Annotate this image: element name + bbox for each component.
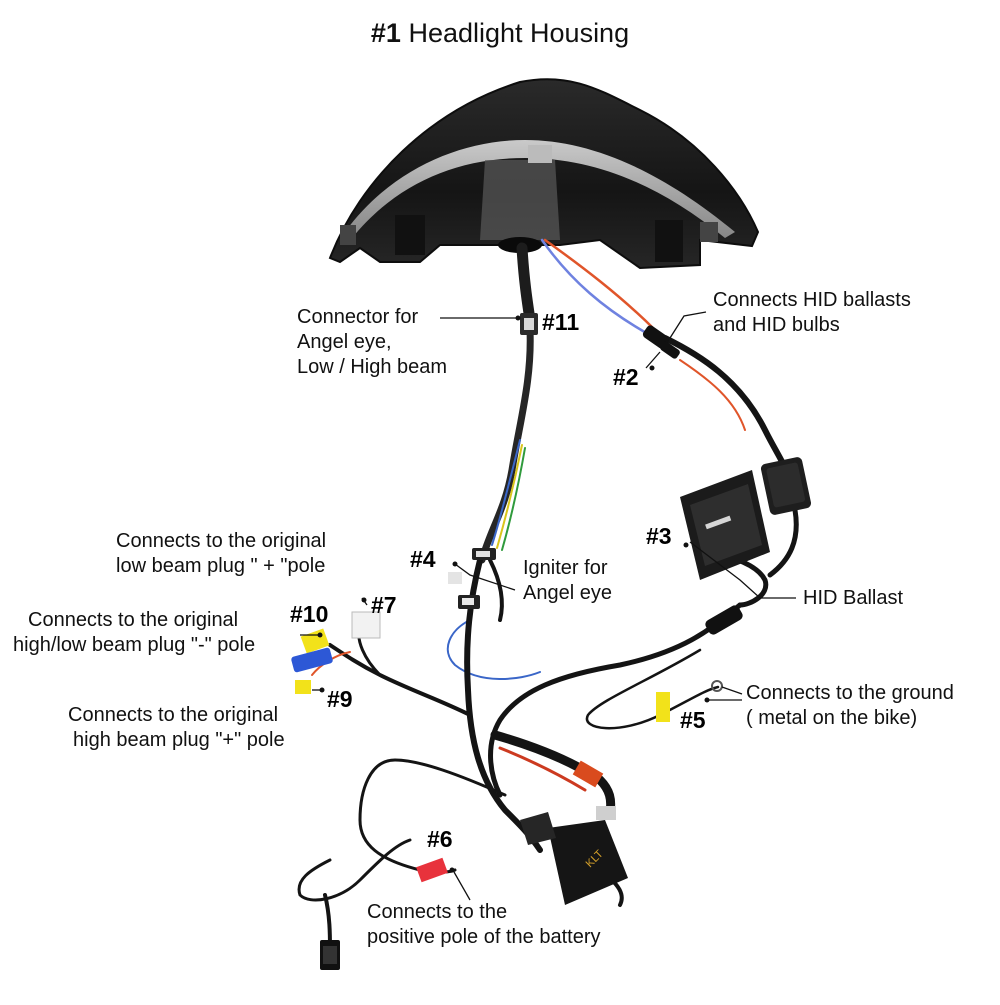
callout-11-line-2: Angel eye, xyxy=(297,331,392,353)
callout-2-line-2: and HID bulbs xyxy=(713,314,840,336)
headlight-housing xyxy=(328,78,760,270)
callout-10-line-1: Connects to the original xyxy=(28,609,239,631)
plug-terminals xyxy=(291,611,381,694)
ballast-connector xyxy=(705,605,743,635)
callout-7-number: #7 xyxy=(371,592,397,618)
callout-4-number: #4 xyxy=(410,546,436,572)
callout-7-text: Connects to the original low beam plug "… xyxy=(116,529,326,579)
callout-5-line-2: ( metal on the bike) xyxy=(746,707,918,729)
callout-9-number: #9 xyxy=(327,686,353,712)
callout-6-line-2: positive pole of the battery xyxy=(367,926,601,948)
callout-5-text: Connects to the ground ( metal on the bi… xyxy=(746,681,954,731)
hid-ballast xyxy=(680,470,770,580)
igniter-4-connectors xyxy=(448,548,496,609)
title-number: #1 xyxy=(370,18,401,48)
callout-4-line-1: Igniter for xyxy=(523,557,608,579)
middle-plugs xyxy=(572,760,616,820)
callout-11-line-1: Connector for xyxy=(297,306,419,328)
callout-6-text: Connects to the positive pole of the bat… xyxy=(367,900,600,950)
leader-dots xyxy=(317,315,710,873)
connector-2 xyxy=(642,325,680,359)
callout-2-number: #2 xyxy=(613,364,639,390)
relay-module: KLT xyxy=(520,812,628,905)
callout-9-line-2: high beam plug "+" pole xyxy=(73,729,285,751)
callout-9-line-1: Connects to the original xyxy=(68,704,279,726)
ground-terminal xyxy=(656,680,723,722)
battery-terminal xyxy=(416,857,448,883)
callout-2-text: Connects HID ballasts and HID bulbs xyxy=(713,288,911,338)
callout-5-number: #5 xyxy=(680,707,706,733)
wiring-harness xyxy=(297,238,799,952)
callout-11-number: #11 xyxy=(542,309,580,335)
callout-11-text: Connector for Angel eye, Low / High beam xyxy=(297,305,447,380)
diagram-title: #1 Headlight Housing xyxy=(0,18,1000,49)
callout-3-line-1: HID Ballast xyxy=(803,587,904,609)
callout-10-number: #10 xyxy=(290,601,329,627)
igniter-box xyxy=(760,457,812,515)
callout-10-text: Connects to the original high/low beam p… xyxy=(13,608,255,658)
battery-connector xyxy=(320,940,340,970)
callout-11-line-3: Low / High beam xyxy=(297,356,448,378)
leader-lines xyxy=(300,311,796,901)
callout-5-line-1: Connects to the ground xyxy=(746,682,954,704)
callout-7-line-1: Connects to the original xyxy=(116,530,327,552)
callout-6-line-1: Connects to the xyxy=(367,901,508,923)
callout-3-number: #3 xyxy=(646,523,672,549)
callout-4-text: Igniter for Angel eye xyxy=(523,556,612,606)
callout-9-text: Connects to the original high beam plug … xyxy=(68,703,285,753)
callout-10-line-2: high/low beam plug "-" pole xyxy=(13,634,256,656)
callout-3-text: HID Ballast xyxy=(803,586,903,611)
callout-4-line-2: Angel eye xyxy=(523,582,612,604)
callout-6-number: #6 xyxy=(427,826,453,852)
callout-7-line-2: low beam plug " + "pole xyxy=(116,555,326,577)
title-text: Headlight Housing xyxy=(408,18,630,48)
connector-11 xyxy=(520,313,538,335)
callout-2-line-1: Connects HID ballasts xyxy=(713,289,911,311)
